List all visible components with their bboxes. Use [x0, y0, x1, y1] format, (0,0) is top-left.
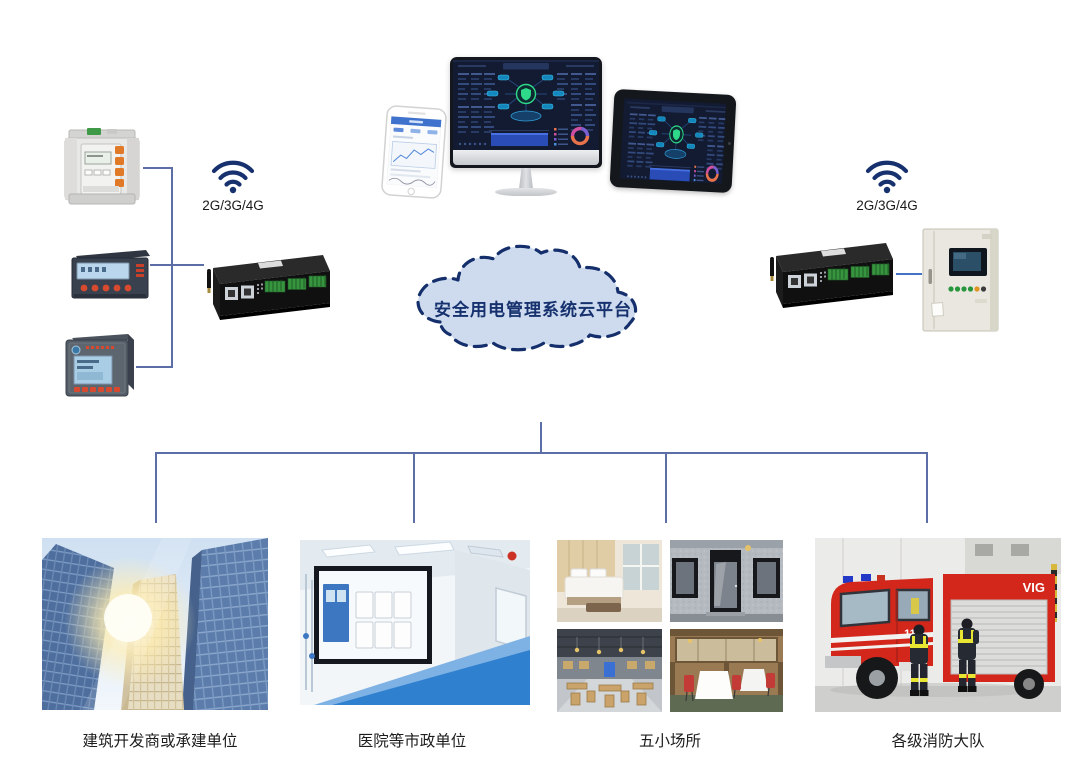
connector-gateway-cabinet: [896, 273, 922, 275]
smartphone-illustration: [381, 105, 447, 199]
cloud-icon: [416, 244, 638, 352]
site-label-1: 建筑开发商或承建单位: [82, 733, 238, 750]
panel-meter-device: [68, 248, 152, 305]
fire-truck-photo: VIG 115: [815, 538, 1061, 717]
firefighter-2: [958, 618, 979, 692]
hotel-room-photo: [557, 540, 662, 627]
wifi-icon-right: [863, 156, 911, 199]
buildings-photo: [42, 538, 268, 715]
desktop-monitor: [450, 57, 602, 168]
din-rail-monitor-device: [63, 128, 145, 211]
dashboard-screen: [453, 60, 599, 150]
connector-device3-bus: [136, 366, 173, 368]
network-label-right: 2G/3G/4G: [856, 198, 918, 213]
monitor-chin: [453, 150, 599, 165]
site-label-4: 各级消防大队: [891, 733, 985, 750]
tablet-camera: [727, 141, 731, 146]
gateway-left: [203, 246, 335, 329]
monitor-base: [495, 188, 557, 196]
restaurant-photo-2: [670, 629, 783, 717]
connector-device1-bus: [143, 167, 173, 169]
smartphone: [380, 104, 448, 200]
storefront-photo: [670, 540, 783, 627]
connector-drop-site4: [926, 452, 928, 523]
multifunction-meter-device: [62, 332, 138, 403]
connector-drop-site3: [665, 452, 667, 523]
wifi-icon-left: [209, 156, 257, 199]
device-bus-line: [171, 167, 173, 368]
monitor-stand: [519, 168, 533, 189]
control-cabinet: [920, 227, 1002, 340]
connector-main-horizontal: [155, 452, 928, 454]
truck-body-text: VIG: [1023, 580, 1045, 595]
tablet: [609, 88, 737, 194]
firefighter-1: [910, 624, 929, 696]
site-label-2: 医院等市政单位: [357, 733, 467, 750]
cloud-platform: 安全用电管理系统云平台: [408, 242, 658, 367]
restaurant-photo-1: [557, 629, 662, 717]
connector-bus-gateway-left: [150, 264, 204, 266]
connector-drop-site2: [413, 452, 415, 523]
connector-cloud-drop: [540, 422, 542, 453]
site-label-3: 五小场所: [638, 733, 701, 750]
small-venues-grid: [557, 540, 783, 712]
connector-drop-site1: [155, 452, 157, 523]
cloud-platform-label: 安全用电管理系统云平台: [434, 300, 632, 320]
hospital-photo: [300, 540, 530, 710]
gateway-right: [766, 234, 898, 317]
tablet-screen: [619, 98, 727, 184]
network-label-left: 2G/3G/4G: [202, 198, 264, 213]
